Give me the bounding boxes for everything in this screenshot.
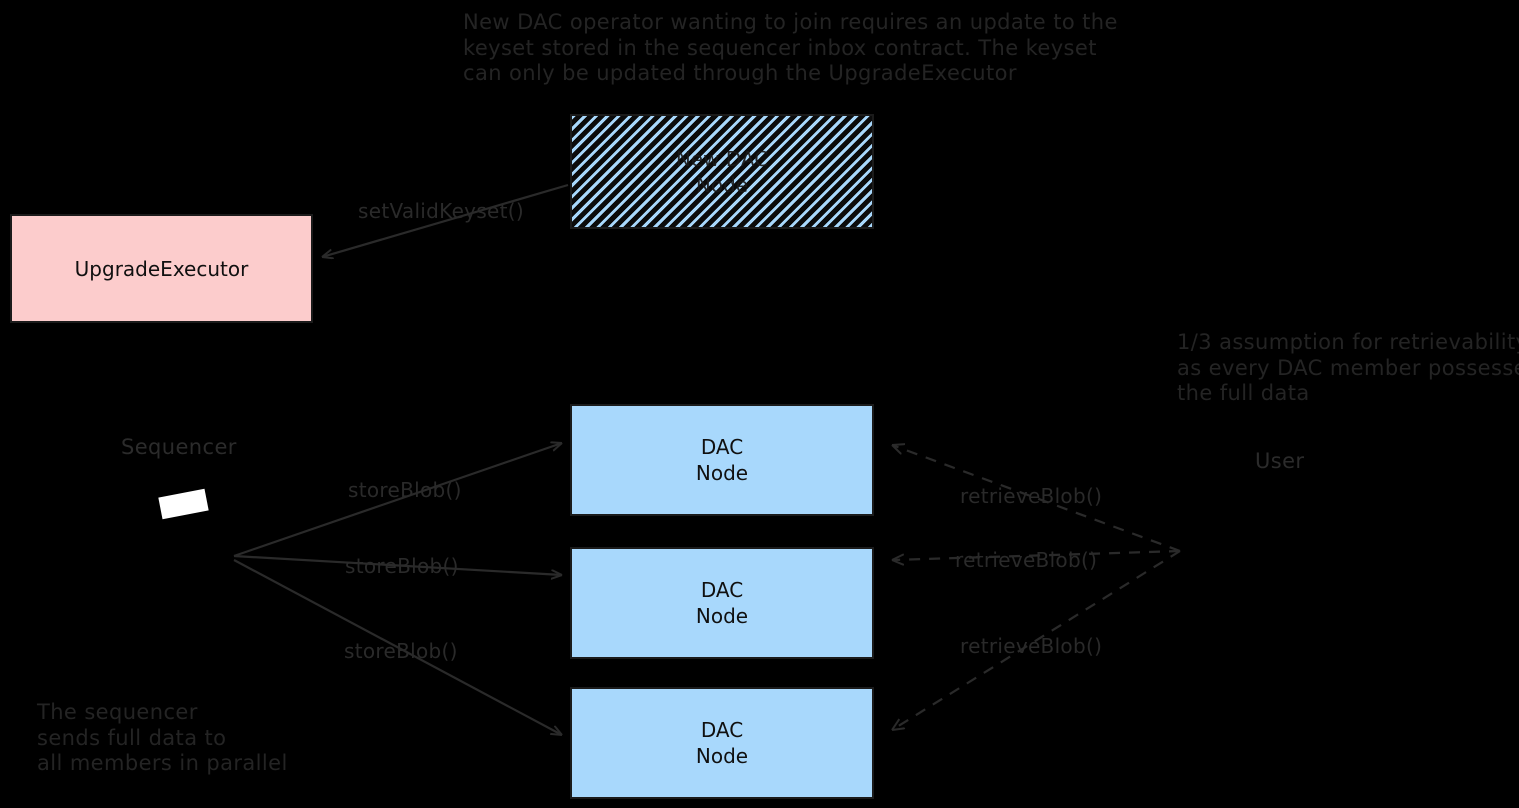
edge-label-store-blob-2: storeBlob() <box>345 554 459 578</box>
label-user: User <box>1255 449 1305 473</box>
note-bottom-left-sequencer: The sequencer sends full data to all mem… <box>37 700 288 775</box>
edge-label-retrieve-blob-1: retrieveBlob() <box>960 484 1103 508</box>
note-right-retrievability: 1/3 assumption for retrievability, as ev… <box>1177 330 1519 405</box>
edge-label-store-blob-1: storeBlob() <box>348 478 462 502</box>
edge-label-set-valid-keyset: setValidKeyset() <box>358 199 524 223</box>
edge-label-store-blob-3: storeBlob() <box>344 639 458 663</box>
box-dac-node-2[interactable]: DAC Node <box>570 547 874 659</box>
label-sequencer: Sequencer <box>121 435 237 459</box>
box-new-dac-node[interactable]: New DAC Node <box>570 114 874 229</box>
box-dac-node-2-label: DAC Node <box>695 578 749 628</box>
sequencer-node-shape <box>158 488 209 520</box>
box-upgrade-executor[interactable]: UpgradeExecutor <box>10 214 313 323</box>
box-new-dac-node-label: New DAC Node <box>675 146 769 197</box>
note-top: New DAC operator wanting to join require… <box>463 10 1118 85</box>
box-dac-node-3-label: DAC Node <box>695 718 749 768</box>
box-dac-node-1[interactable]: DAC Node <box>570 404 874 516</box>
box-dac-node-1-label: DAC Node <box>695 435 749 485</box>
box-upgrade-executor-label: UpgradeExecutor <box>74 256 249 281</box>
box-dac-node-3[interactable]: DAC Node <box>570 687 874 799</box>
edge-label-retrieve-blob-3: retrieveBlob() <box>960 634 1103 658</box>
edge-label-retrieve-blob-2: retrieveBlob() <box>955 548 1098 572</box>
